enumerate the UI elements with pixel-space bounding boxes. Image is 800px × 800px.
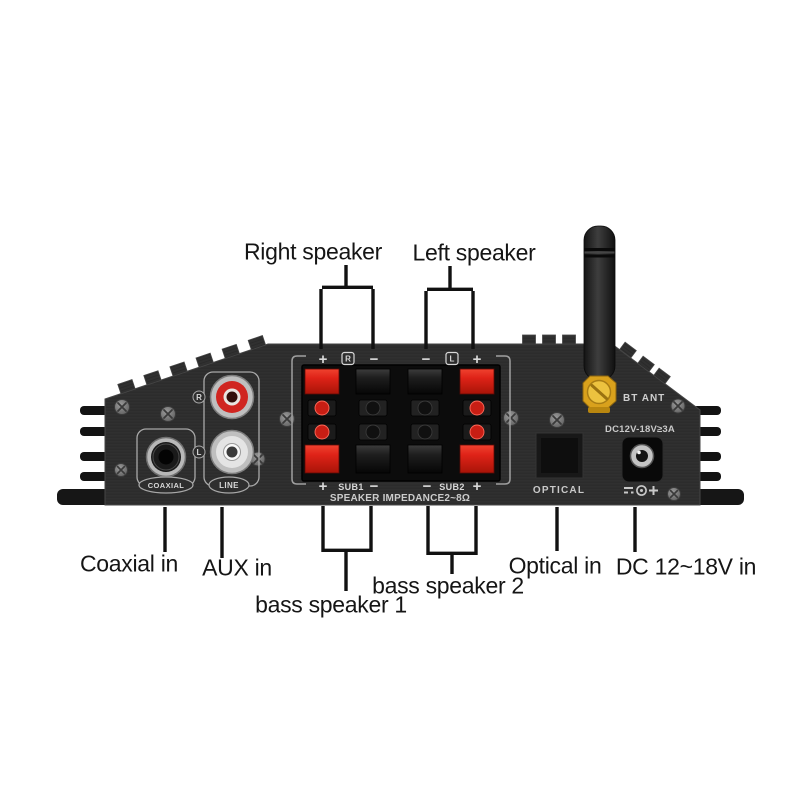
impedance-label: SPEAKER IMPEDANCE2~8Ω [330,493,470,504]
callout-line-left-speaker [424,266,475,349]
antenna-sma-connector [582,375,617,413]
svg-text:−: − [422,351,431,368]
line-label: LINE [219,481,239,490]
label-bass-speaker-1: bass speaker 1 [255,591,407,618]
callout-line-bass2 [426,506,478,574]
terminal-column-left-plus [459,368,495,474]
label-optical-in: Optical in [508,552,602,579]
section-bracket-left [291,355,306,485]
svg-text:+: + [319,351,328,368]
coaxial-label: COAXIAL [148,481,185,490]
dc-power-section: DC12V-18V≥3A [605,424,675,496]
terminal-block [301,364,501,482]
screw [670,398,686,414]
svg-text:−: − [423,478,432,495]
callout-lines [163,265,637,591]
optical-port-inner [541,438,578,473]
label-dc-in: DC 12~18V in [615,553,757,580]
svg-text:+: + [473,478,482,495]
optical-label: OPTICAL [533,485,585,496]
rca-jack-red [209,374,255,420]
coaxial-jack [145,436,187,478]
optical-section: OPTICAL [533,432,585,496]
screw [503,410,519,426]
svg-text:SUB2: SUB2 [439,482,465,492]
speaker-terminal-section: + R − − L + + SUB1 − − SUB2 + SPEAKER IM… [291,351,511,504]
screw [279,411,295,427]
svg-text:−: − [370,478,379,495]
label-aux-in: AUX in [202,554,272,581]
dc-rating-label: DC12V-18V≥3A [605,424,675,435]
label-right-speaker: Right speaker [243,238,383,265]
chassis-teeth-top [522,334,576,345]
antenna-ridges [584,248,615,258]
rca-left-marker: L [192,445,206,459]
label-bass-speaker-2: bass speaker 2 [372,572,524,599]
terminal-column-right-plus [304,368,340,474]
screw [114,399,130,415]
chassis-teeth-left [117,335,267,395]
screw [160,406,176,422]
label-coaxial-in: Coaxial in [80,550,178,577]
dc-jack [621,436,664,483]
panel-screws [114,398,686,501]
svg-text:R: R [345,355,351,364]
bt-antenna: BT ANT [582,225,665,413]
rca-jack-white [209,429,255,475]
dc-polarity-icon [624,485,658,496]
label-left-speaker: Left speaker [412,239,536,266]
bt-ant-label: BT ANT [623,393,665,404]
heatsink-fins-left [80,406,108,481]
terminal-markings-top: + R − − L + [319,351,482,368]
terminal-column-left-minus [407,368,443,474]
rca-right-marker: R [192,390,206,404]
svg-text:L: L [197,448,202,457]
svg-text:R: R [196,393,202,402]
coaxial-label-badge [138,476,194,494]
svg-text:+: + [319,478,328,495]
svg-text:L: L [450,355,455,364]
callout-line-bass1 [321,506,373,591]
chassis-teeth-right [619,341,671,385]
terminal-column-right-minus [355,368,391,474]
section-bracket-right [496,355,511,485]
line-label-badge [208,476,250,494]
screw [114,463,128,477]
screw [667,487,681,501]
coaxial-section: COAXIAL [136,428,196,494]
svg-text:+: + [473,351,482,368]
svg-text:−: − [370,351,379,368]
terminal-markings-bottom: + SUB1 − − SUB2 + [319,478,482,495]
callout-line-right-speaker [319,265,375,349]
svg-text:SUB1: SUB1 [338,482,364,492]
line-section: R L LINE [192,371,260,494]
screw [549,412,565,428]
